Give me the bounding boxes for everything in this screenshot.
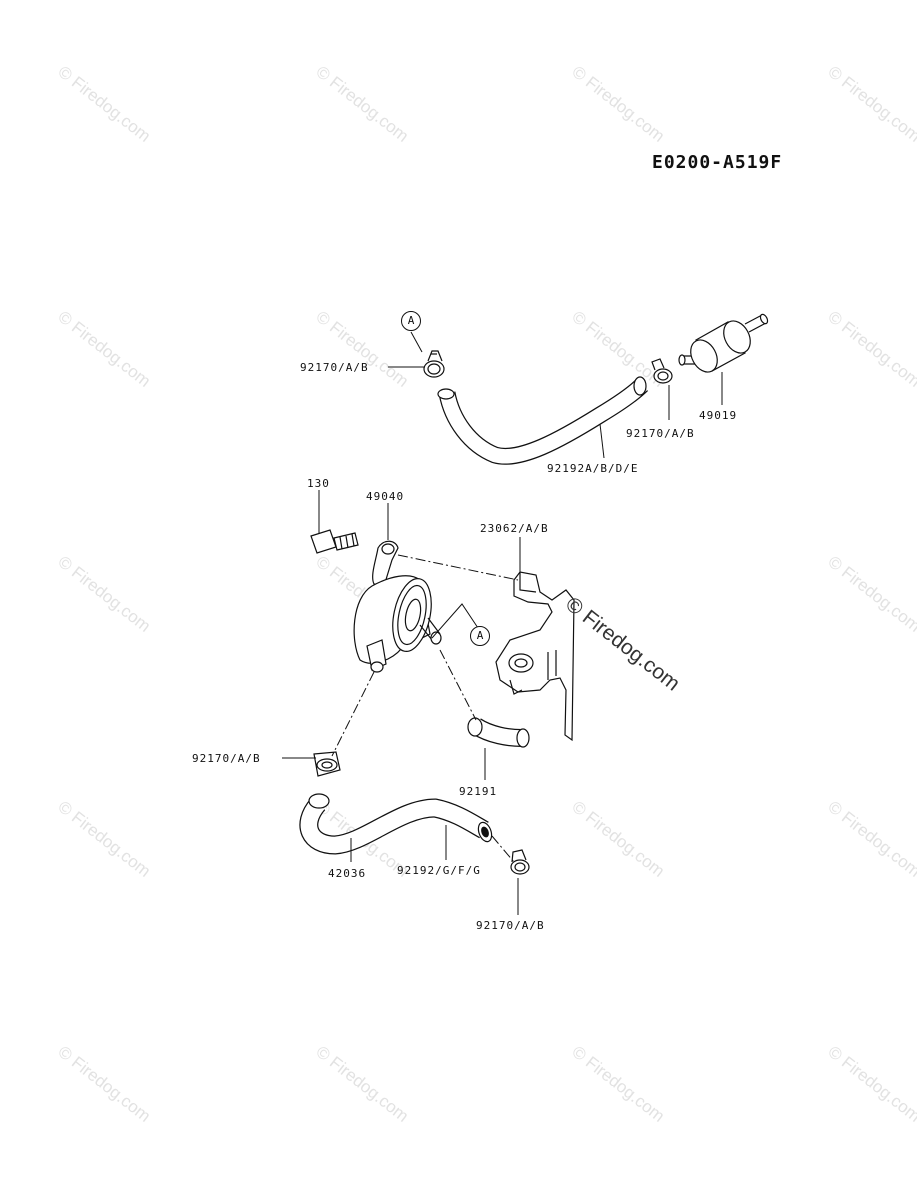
- hose-clamp-top-right: [651, 358, 673, 384]
- callout-a-pump: A: [470, 626, 490, 646]
- label-clamp-top-right: 92170/A/B: [626, 427, 695, 440]
- label-bolt: 130: [307, 477, 330, 490]
- leader-line: [410, 331, 423, 353]
- assembly-line: [491, 835, 515, 863]
- callout-a-top: A: [401, 311, 421, 331]
- label-clamp-bottom: 92170/A/B: [476, 919, 545, 932]
- hose-clamp-bottom: [510, 849, 530, 875]
- label-hose-bottom: 92192/G/F/G: [397, 864, 481, 877]
- diagram-code: E0200-A519F: [652, 152, 783, 173]
- label-hose-bottom-part: 42036: [328, 867, 367, 880]
- leader-line: [599, 423, 605, 459]
- mounting-bracket: [495, 571, 575, 742]
- label-hose-top: 92192A/B/D/E: [547, 462, 639, 475]
- label-bracket: 23062/A/B: [480, 522, 549, 535]
- fuel-hose-bottom: [299, 793, 493, 855]
- hose-clamp-top-left: [423, 350, 445, 378]
- bolt: [310, 529, 359, 554]
- leader-line: [431, 603, 479, 639]
- label-elbow-hose: 92191: [459, 785, 498, 798]
- fuel-filter: [678, 313, 769, 373]
- assembly-line: [397, 554, 519, 581]
- label-fuel-pump: 49040: [366, 490, 405, 503]
- label-clamp-mid-left: 92170/A/B: [192, 752, 261, 765]
- fuel-pump: [353, 540, 442, 673]
- assembly-line: [439, 649, 477, 721]
- label-fuel-filter: 49019: [699, 409, 738, 422]
- assembly-line: [331, 671, 375, 757]
- fuel-hose-top: [437, 376, 649, 465]
- hose-clamp-mid-left: [313, 751, 341, 777]
- label-clamp-top-left: 92170/A/B: [300, 361, 369, 374]
- elbow-hose: [467, 717, 530, 748]
